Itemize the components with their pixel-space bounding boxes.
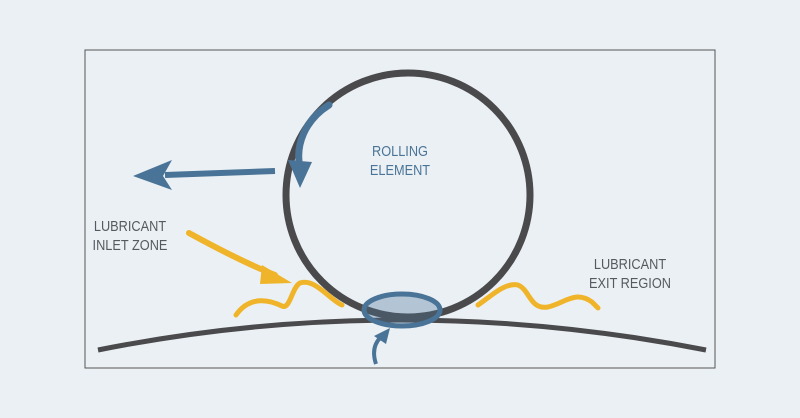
inlet-arrowhead-icon	[260, 265, 292, 284]
inlet-zone-label: LUBRICANT INLET ZONE	[79, 217, 181, 255]
exit-region-label-line2: EXIT REGION	[589, 275, 671, 292]
motion-arrow-shaft	[164, 168, 276, 178]
contact-zone-ellipse	[361, 291, 443, 329]
rotation-arrowhead-icon	[288, 160, 312, 188]
rolling-element-circle	[282, 69, 534, 321]
rolling-element-label-line2: ELEMENT	[369, 162, 431, 179]
rolling-element-label: ROLLING ELEMENT	[349, 142, 451, 180]
motion-arrowhead-icon	[133, 160, 172, 190]
inlet-zone-label-line1: LUBRICANT	[93, 218, 167, 235]
exit-lubricant-wave	[475, 282, 601, 311]
exit-region-label: LUBRICANT EXIT REGION	[575, 255, 686, 293]
inlet-zone-label-line2: INLET ZONE	[92, 237, 168, 254]
rolling-element-label-line1: ROLLING	[372, 143, 428, 160]
exit-region-label-line1: LUBRICANT	[593, 256, 667, 273]
inlet-lubricant-wave	[233, 279, 345, 318]
pressure-arrowhead-icon	[374, 328, 390, 344]
